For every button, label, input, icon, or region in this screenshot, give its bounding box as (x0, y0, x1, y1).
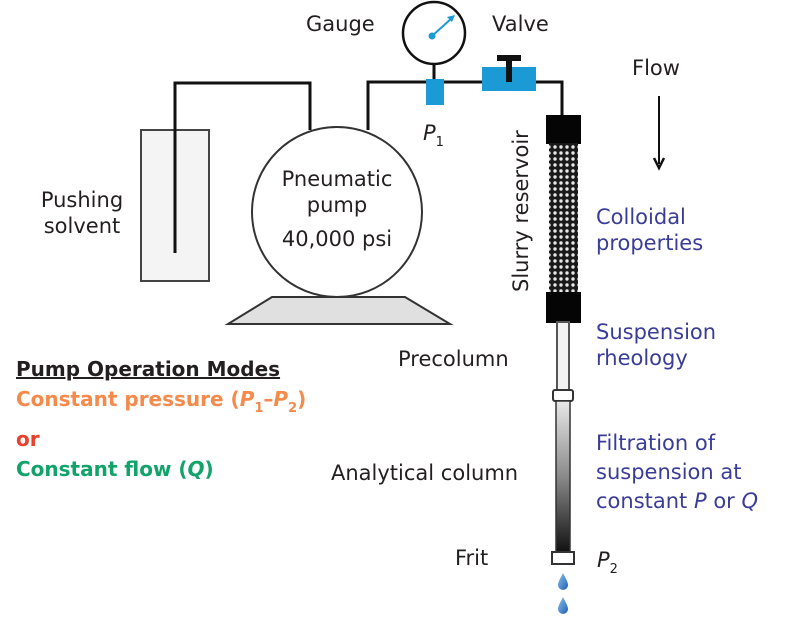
p2-label: P2 (597, 547, 618, 583)
colloidal-line1: Colloidal (596, 205, 686, 229)
droplet-icon (558, 597, 568, 614)
droplet-icon (558, 573, 568, 590)
rheology-line2: rheology (596, 346, 688, 370)
pushing-solvent-line2: solvent (43, 214, 121, 238)
pump-label-line2: pump (306, 193, 368, 217)
pressure-dash: – (263, 387, 274, 411)
column-union (552, 389, 574, 402)
valve-label: Valve (492, 12, 549, 36)
valve-handle-bar (497, 55, 521, 61)
flow-close: ) (204, 457, 214, 481)
pressure-close: ) (297, 387, 307, 411)
mode-constant-pressure: Constant pressure (P1–P2) (16, 384, 306, 424)
precolumn (556, 321, 570, 391)
flow-arrowhead (652, 157, 666, 171)
gauge-needle-tip (447, 15, 455, 22)
filtration-p: P (693, 489, 707, 513)
mode-or: or (16, 427, 40, 451)
slurry-reservoir-label: Slurry reservoir (509, 130, 533, 292)
modes-title: Pump Operation Modes (16, 357, 281, 381)
p1-label: P1 (423, 120, 444, 156)
filtration-or: or (706, 489, 742, 513)
analytical-column-label: Analytical column (331, 461, 519, 485)
filtration-text: constant (596, 489, 694, 513)
filtration-q: Q (741, 489, 759, 513)
filtration-annotation: Filtration of suspension at constant P o… (596, 429, 758, 516)
reservoir-bottom-cap (546, 292, 581, 323)
pump-label-line1: Pneumatic (281, 167, 393, 191)
gauge-pivot (428, 32, 436, 40)
reservoir-top-cap (546, 115, 581, 144)
valve-handle-stem (506, 60, 512, 82)
colloidal-line2: properties (596, 231, 704, 255)
flow-text: Constant flow ( (16, 457, 188, 481)
precolumn-label: Precolumn (398, 347, 509, 371)
rheology-line1: Suspension (596, 320, 717, 344)
reservoir-packing (549, 143, 578, 293)
pressure-s1: 1 (254, 401, 264, 416)
p2-letter: P (597, 548, 610, 572)
pump-label: Pneumatic pump 40,000 psi (267, 166, 407, 252)
pressure-p1: P (239, 387, 255, 411)
pressure-p2: P (273, 387, 289, 411)
frit-label: Frit (455, 546, 489, 570)
gauge-needle (431, 17, 453, 37)
colloidal-annotation: Colloidal properties (596, 204, 703, 256)
p1-subscript: 1 (435, 135, 444, 150)
pressure-text: Constant pressure ( (16, 387, 240, 411)
flow-q: Q (187, 457, 205, 481)
pushing-solvent-label: Pushing solvent (32, 187, 132, 239)
pump-pressure-rating: 40,000 psi (281, 227, 393, 251)
filtration-line3: constant P or Q (596, 487, 758, 516)
rheology-annotation: Suspension rheology (596, 319, 716, 371)
analytical-column (555, 400, 571, 553)
pump-modes-legend: Pump Operation Modes Constant pressure (… (16, 354, 306, 484)
frit (551, 551, 575, 565)
pump-base (224, 296, 454, 325)
pushing-solvent-line1: Pushing (40, 188, 124, 212)
mode-constant-flow: Constant flow (Q) (16, 454, 306, 484)
flow-label: Flow (632, 56, 680, 80)
pressure-s2: 2 (288, 401, 298, 416)
filtration-line2: suspension at (596, 460, 742, 484)
p2-subscript: 2 (609, 562, 618, 577)
p1-letter: P (423, 121, 436, 145)
gauge-label: Gauge (306, 12, 375, 36)
outlet-line (366, 80, 564, 130)
solvent-line (173, 81, 312, 253)
filtration-line1: Filtration of (596, 431, 716, 455)
p1-sensor (426, 79, 444, 105)
